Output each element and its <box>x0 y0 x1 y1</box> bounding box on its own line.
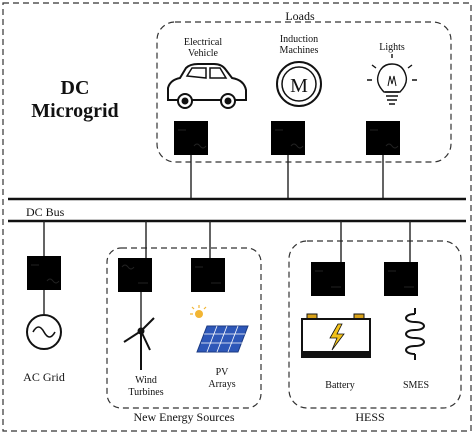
wind-converter <box>118 258 152 292</box>
smes-coil-icon <box>405 308 425 360</box>
motor-icon: M <box>276 61 322 107</box>
smes-label: SMES <box>403 380 429 391</box>
sources-group-label: New Energy Sources <box>133 410 234 424</box>
dc-bus-label: DC Bus <box>26 205 65 219</box>
lights-label: Lights <box>379 42 405 53</box>
smes-converter <box>384 262 418 296</box>
solar-panel-icon <box>190 305 249 353</box>
motor-label-2: Machines <box>280 45 319 56</box>
battery-label: Battery <box>325 380 354 391</box>
sources-group-frame <box>106 247 262 409</box>
ev-converter <box>174 121 208 155</box>
battery-icon <box>301 313 371 358</box>
light-bulb-icon <box>367 54 417 105</box>
hess-group-frame <box>288 240 462 409</box>
pv-label-2: Arrays <box>208 379 235 390</box>
loads-group-label: Loads <box>285 9 315 23</box>
ev-label-1: Electrical <box>184 37 223 48</box>
motor-label-1: Induction <box>280 34 318 45</box>
wind-label-1: Wind <box>135 375 157 386</box>
pv-converter <box>191 258 225 292</box>
wind-label-2: Turbines <box>128 387 163 398</box>
motor-converter <box>271 121 305 155</box>
motor-symbol: M <box>290 75 308 97</box>
title-line-1: DC <box>61 77 90 99</box>
hess-group-label: HESS <box>355 410 384 424</box>
ac-grid-converter <box>27 256 61 290</box>
wind-turbine-icon <box>123 317 155 370</box>
battery-converter <box>311 262 345 296</box>
title-line-2: Microgrid <box>31 100 118 122</box>
lights-converter <box>366 121 400 155</box>
ac-grid-label: AC Grid <box>23 370 65 384</box>
ev-label-2: Vehicle <box>188 48 219 59</box>
pv-label-1: PV <box>216 367 230 378</box>
ac-source-icon <box>26 314 62 350</box>
electric-car-icon <box>167 63 247 109</box>
